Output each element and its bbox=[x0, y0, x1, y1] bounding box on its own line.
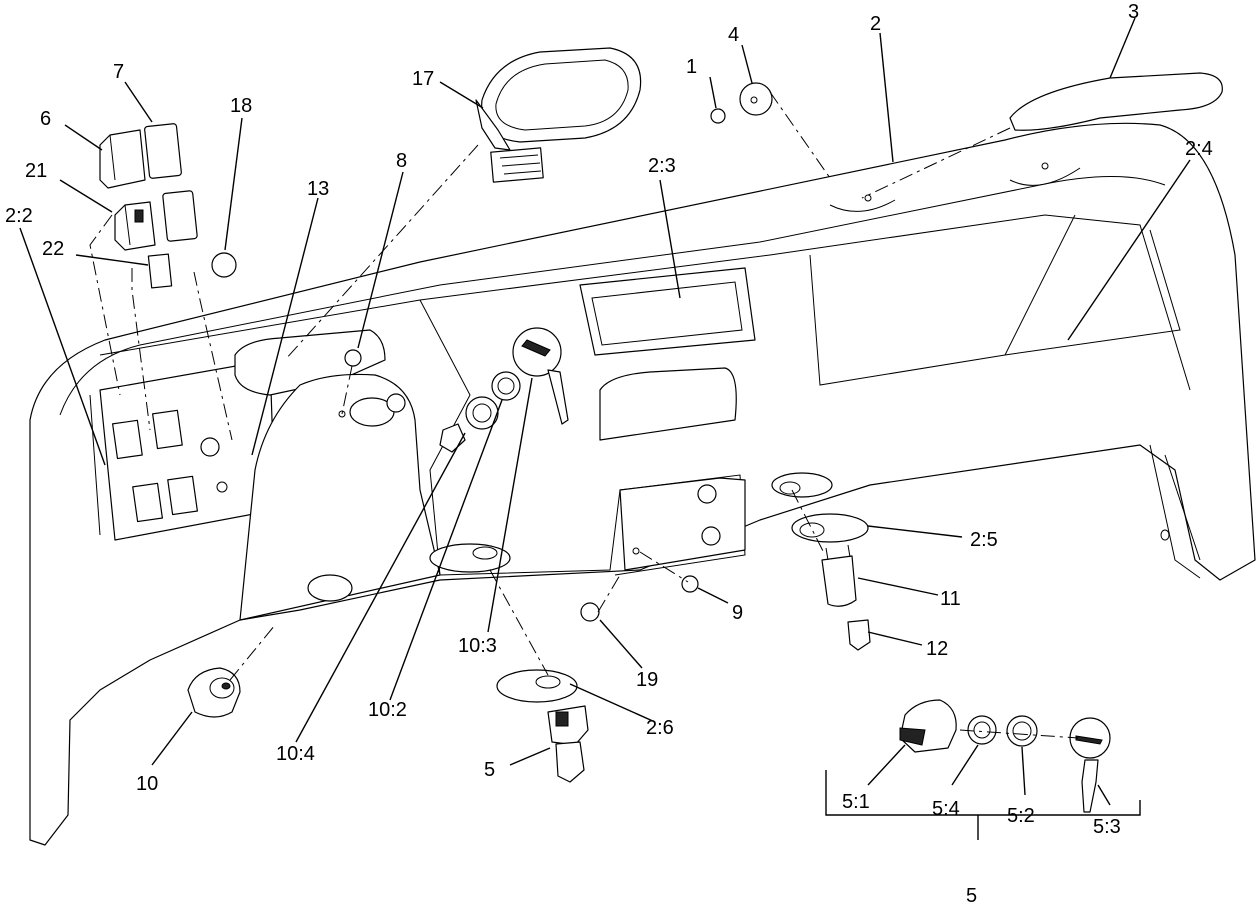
callout-2-3: 2:3 bbox=[648, 155, 676, 177]
callout-13: 13 bbox=[307, 178, 329, 200]
callout-6: 6 bbox=[40, 108, 51, 130]
callout-10-4: 10:4 bbox=[276, 743, 315, 765]
callout-18: 18 bbox=[230, 95, 252, 117]
bezel-and-socket-parts bbox=[791, 513, 871, 651]
callout-22: 22 bbox=[42, 238, 64, 260]
callout-5-kit: 5 bbox=[966, 885, 977, 907]
callout-10: 10 bbox=[136, 773, 158, 795]
callout-21: 21 bbox=[25, 160, 47, 182]
callout-1: 1 bbox=[686, 56, 697, 78]
dash-panel-outline bbox=[29, 122, 1256, 846]
callout-2-4: 2:4 bbox=[1185, 138, 1213, 160]
rotary-switch-part-10 bbox=[187, 667, 241, 718]
callout-2-6: 2:6 bbox=[646, 717, 674, 739]
callout-5-3: 5:3 bbox=[1093, 816, 1121, 838]
callout-10-3: 10:3 bbox=[458, 635, 497, 657]
callout-5-1: 5:1 bbox=[842, 791, 870, 813]
bolts-9-19 bbox=[580, 484, 721, 622]
bolt-part-8 bbox=[344, 349, 406, 413]
assembly-center-lines bbox=[89, 91, 1079, 739]
callout-5-4: 5:4 bbox=[932, 798, 960, 820]
callout-7: 7 bbox=[113, 61, 124, 83]
switch-kit-5-parts bbox=[899, 699, 1111, 813]
switch-parts bbox=[99, 123, 237, 289]
callout-5: 5 bbox=[484, 759, 495, 781]
callout-2: 2 bbox=[870, 13, 881, 35]
callout-12: 12 bbox=[926, 638, 948, 660]
callout-10-2: 10:2 bbox=[368, 699, 407, 721]
switch-blanks-in-pod bbox=[112, 409, 220, 523]
callout-19: 19 bbox=[636, 669, 658, 691]
key-switch-assembly-10 bbox=[439, 327, 569, 453]
callout-labels: 1 4 2 3 2:4 2:3 7 6 21 2:2 22 18 13 8 17… bbox=[5, 1, 1213, 907]
callout-8: 8 bbox=[396, 150, 407, 172]
callout-leader-lines bbox=[19, 17, 1191, 806]
callout-17: 17 bbox=[412, 68, 434, 90]
ignition-bezel-and-switch-5 bbox=[496, 669, 589, 783]
panel-mounting-holes bbox=[216, 410, 640, 555]
callout-2-2: 2:2 bbox=[5, 205, 33, 227]
callout-5-2: 5:2 bbox=[1007, 805, 1035, 827]
grab-handle-part bbox=[1009, 72, 1223, 131]
callout-2-5: 2:5 bbox=[970, 529, 998, 551]
callout-9: 9 bbox=[732, 602, 743, 624]
kit-5-bracket bbox=[825, 770, 1141, 840]
callout-3: 3 bbox=[1128, 1, 1139, 23]
callout-11: 11 bbox=[940, 588, 961, 610]
washer-and-nut-parts bbox=[710, 82, 773, 124]
oval-meter-part bbox=[475, 47, 642, 183]
callout-4: 4 bbox=[728, 24, 739, 46]
